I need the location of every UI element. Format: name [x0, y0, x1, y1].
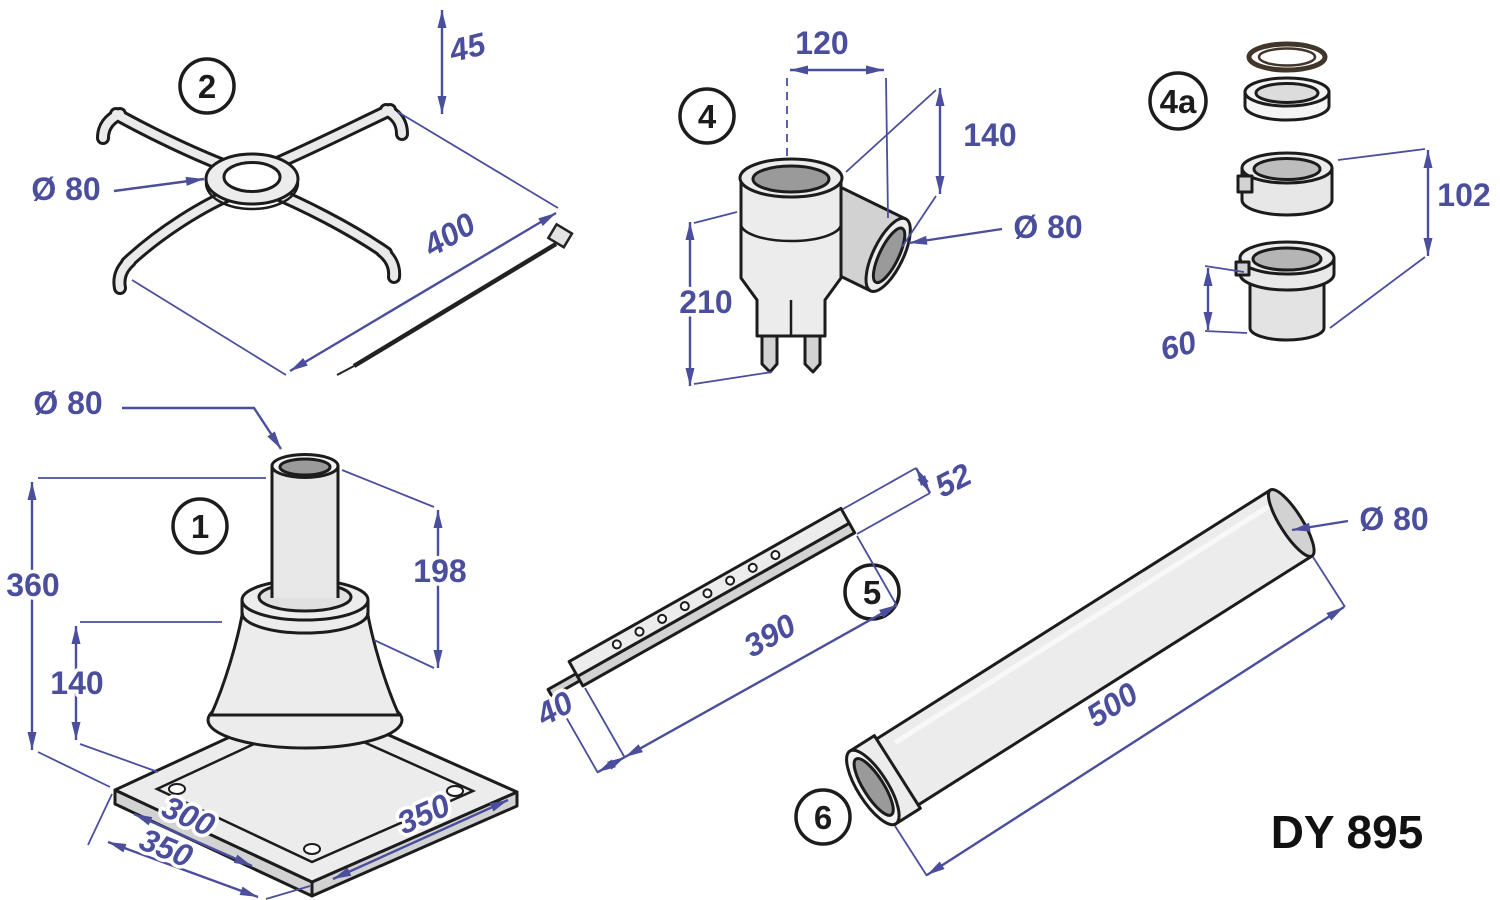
part4-drawing	[738, 157, 912, 374]
p4-diameter-value: Ø 80	[1013, 209, 1082, 245]
part2-wall-spacer: 2 45 400 Ø 80	[28, 10, 574, 376]
p4-lower-value: 210	[679, 284, 732, 320]
part4-label: 4	[698, 98, 717, 135]
p4-upper-value: 140	[963, 117, 1016, 153]
part4-elbow: 4 120 140 210 Ø 80	[676, 22, 1086, 386]
p1-pipe-height-dimension: 198	[341, 469, 470, 669]
part4a-adapter-set: 4a 102 60	[1148, 41, 1494, 371]
p6-diameter-dimension: Ø 80	[1291, 498, 1432, 541]
seal-ring	[1246, 41, 1328, 73]
p2-diameter-dimension: Ø 80	[28, 168, 205, 211]
part4a-label: 4a	[1160, 83, 1197, 120]
part5-label: 5	[863, 574, 881, 611]
part5-drawing	[546, 506, 857, 698]
p1-diameter-dimension: Ø 80	[30, 382, 283, 450]
cone-body	[209, 602, 401, 717]
part6-drawing	[845, 487, 1316, 827]
part2-badge: 2	[178, 57, 236, 115]
p4-lower-dimension: 210	[676, 211, 773, 386]
p5-length-value: 390	[738, 607, 802, 665]
p4-offset-value: 120	[795, 25, 848, 61]
p4a-height-value: 102	[1437, 177, 1490, 213]
pipe-stub	[270, 466, 340, 598]
p2-diameter-value: Ø 80	[31, 171, 100, 207]
p2-height-value: 45	[445, 25, 490, 69]
p1-total-height-dimension: 360	[3, 477, 266, 788]
part6-extension-pipe: 6 Ø 80 500	[794, 487, 1432, 877]
part1-label: 1	[191, 508, 209, 545]
p4a-height-dimension: 102	[1329, 148, 1494, 329]
p5-width-dimension: 52	[842, 452, 981, 535]
part4-badge: 4	[678, 87, 736, 145]
elbow-body	[739, 176, 843, 338]
part6-label: 6	[814, 799, 832, 836]
part1-base-terminal: 1 Ø 80 360 140 198 300	[3, 382, 519, 900]
p4-offset-dimension: 120	[786, 22, 889, 219]
p4a-collar-value: 60	[1156, 323, 1200, 367]
collar-body	[1248, 276, 1326, 342]
part5-badge: 5	[843, 563, 901, 621]
product-code: DY 895	[1271, 806, 1424, 858]
pipe-body	[871, 488, 1314, 809]
p5-width-value: 52	[929, 456, 977, 504]
part4a-drawing	[1234, 41, 1336, 342]
p1-pipe-height-value: 198	[413, 553, 466, 589]
p1-cone-height-dimension: 140	[47, 621, 222, 773]
p1-cone-height-value: 140	[50, 665, 103, 701]
part1-badge: 1	[171, 497, 229, 555]
part2-label: 2	[198, 68, 216, 105]
p2-span-value: 400	[416, 205, 481, 264]
p2-height-dimension: 45	[397, 10, 559, 209]
part6-badge: 6	[794, 788, 852, 846]
p4-upper-dimension: 140	[845, 88, 1020, 248]
p6-diameter-value: Ø 80	[1359, 501, 1428, 537]
p4a-collar-dimension: 60	[1153, 265, 1248, 371]
p4-diameter-dimension: Ø 80	[908, 206, 1086, 249]
part2-drawing	[96, 103, 409, 295]
p1-total-height-value: 360	[6, 567, 59, 603]
p5-tail-dimension: 40	[526, 680, 626, 774]
spider-ring-hole	[222, 161, 282, 193]
p1-diameter-value: Ø 80	[33, 385, 102, 421]
part4a-badge: 4a	[1148, 71, 1208, 131]
